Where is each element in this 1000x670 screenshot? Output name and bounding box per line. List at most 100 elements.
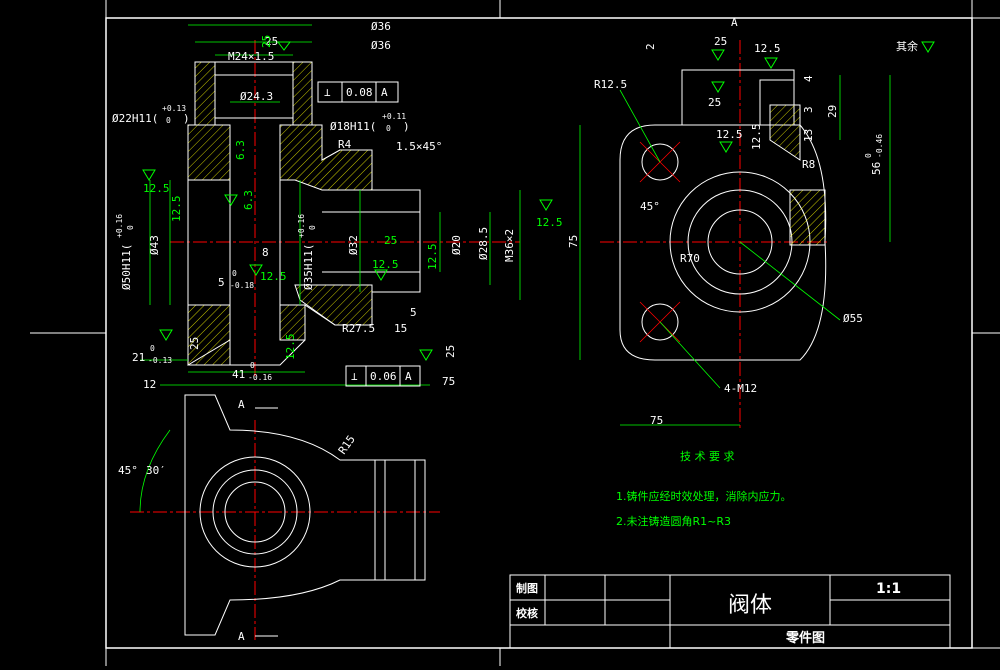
part-name: 阀体: [728, 593, 772, 618]
tol-symbol: ⊥: [324, 86, 331, 99]
roughness-value: 6.3: [242, 190, 255, 210]
dim-d36b: Ø36: [371, 39, 391, 52]
dim-d43: Ø43: [148, 235, 161, 255]
roughness-icon: [249, 264, 263, 276]
dim-r8: R8: [802, 158, 815, 171]
roughness-icon: [224, 194, 238, 206]
dim-d35-tol-lo: 0: [308, 225, 317, 230]
hatch-region: [292, 61, 313, 126]
dim-angle: 45° 30′: [118, 464, 166, 477]
roughness-value: 12.5: [536, 216, 563, 229]
dim-56: 56 0 -0.46: [864, 134, 884, 175]
dim-thread-top: M24×1.5: [228, 50, 274, 63]
dim-21-tol-up: 0: [150, 344, 155, 353]
roughness-value: 25: [714, 35, 727, 48]
roughness-value: 12.5: [716, 128, 743, 141]
roughness-value: 12.5: [372, 258, 399, 271]
hatch-region: [294, 284, 373, 326]
dim-m36: M36×2: [503, 229, 516, 262]
dim-3: 3: [802, 106, 815, 113]
tol-value: 0.06: [370, 370, 397, 383]
roughness-value: 6.3: [234, 140, 247, 160]
dim-r70: R70: [680, 252, 700, 265]
dim-inner-bore: Ø18H11( +0.11 0 ): [330, 112, 410, 133]
dim-d36: Ø36: [371, 20, 391, 33]
dim-75v: 75: [567, 235, 580, 248]
dim-r4: R4: [338, 138, 352, 151]
others-label: 其余: [896, 39, 918, 53]
hatch-region: [187, 304, 231, 366]
dim-inner-bore-tol-up: +0.11: [382, 112, 406, 121]
dim-21-main: 21: [132, 351, 145, 364]
dim-inner-bore-main: Ø18H11(: [330, 120, 376, 133]
roughness-icon: [539, 199, 553, 211]
dim-5-tol-up: 0: [232, 269, 237, 278]
hatch-region: [769, 104, 801, 161]
tol-frame-top: ⊥ 0.08 A: [317, 81, 399, 103]
dim-r15: R15: [336, 433, 358, 457]
roughness-value: 25: [260, 35, 273, 48]
dim-75h: 75: [650, 414, 663, 427]
dim-inner-bore-close: ): [403, 120, 410, 133]
dim-left-bore: Ø22H11( +0.13 0 ): [112, 104, 190, 125]
roughness-value: 25: [384, 234, 397, 247]
dim-d50: Ø50H11( +0.16 0: [115, 214, 135, 290]
checked-label: 校核: [516, 606, 538, 620]
flange-outline: [619, 124, 827, 361]
end-boss: [374, 459, 426, 581]
dim-d32: Ø32: [347, 235, 360, 255]
roughness-icon: [277, 41, 291, 51]
bolt-hole: [641, 143, 679, 181]
roughness-value: 12.5: [170, 196, 183, 223]
roughness-icon: [159, 329, 173, 341]
roughness-value: 25: [708, 96, 721, 109]
dim-41-tol-up: 0: [250, 361, 255, 370]
roughness-value: 12.5: [143, 182, 170, 195]
dim-12: 12: [143, 378, 156, 391]
dim-21-tol-lo: -0.13: [148, 356, 172, 365]
dim-5-tol-lo: -0.18: [230, 281, 254, 290]
tol-datum: A: [405, 370, 412, 383]
section-mark: A: [731, 16, 738, 29]
drawing-type: 零件图: [785, 630, 825, 646]
dim-25: 25: [265, 35, 278, 48]
dim-2: 2: [644, 43, 657, 50]
part-outline: [187, 61, 421, 366]
hatch-region: [789, 189, 826, 246]
side-roughness-symbols: [711, 41, 935, 153]
title-block: 制图 校核 阀体 1:1 零件图: [509, 574, 951, 649]
dim-d35-tol-up: +0.16: [297, 214, 306, 238]
section-mark: A: [238, 398, 245, 411]
dim-8: 8: [262, 246, 269, 259]
dim-r125: R12.5: [594, 78, 627, 91]
note-item-2: 2.未注铸造圆角R1~R3: [616, 514, 731, 528]
dim-d28: Ø28.5: [477, 227, 490, 260]
roughness-value: 12.5: [284, 334, 297, 361]
dim-left-bore-close: ): [183, 112, 190, 125]
dim-d55: Ø55: [843, 312, 863, 325]
note-item-1: 1.铸件应经时效处理，消除内应力。: [616, 489, 792, 503]
roughness-icon: [142, 169, 156, 181]
roughness-icon: [921, 41, 935, 53]
dim-45: 45°: [640, 200, 660, 213]
front-section-view: ⊥ 0.08 A ⊥ 0.06 A Ø36 Ø36 M24×1.5 25 Ø24…: [112, 20, 563, 391]
roughness-icon: [719, 141, 733, 153]
dim-29: 29: [826, 105, 839, 118]
dim-d50-tol-up: +0.16: [115, 214, 124, 238]
dim-5: 5: [410, 306, 417, 319]
dim-d20: Ø20: [450, 235, 463, 255]
roughness-symbols: [142, 41, 553, 361]
tol-symbol: ⊥: [351, 370, 358, 383]
bore-circle: [707, 209, 773, 275]
roughness-icon: [374, 269, 388, 281]
dim-56-main: 56: [870, 162, 883, 175]
dim-5-018: 5 0 -0.18: [218, 269, 254, 290]
dim-left-bore-tol-lo: 0: [166, 116, 171, 125]
roughness-value: 12.5: [754, 42, 781, 55]
dim-inner-bore-tol-lo: 0: [386, 124, 391, 133]
dim-d50-tol-lo: 0: [126, 225, 135, 230]
drawn-label: 制图: [516, 581, 538, 595]
dim-d24: Ø24.3: [240, 90, 273, 103]
